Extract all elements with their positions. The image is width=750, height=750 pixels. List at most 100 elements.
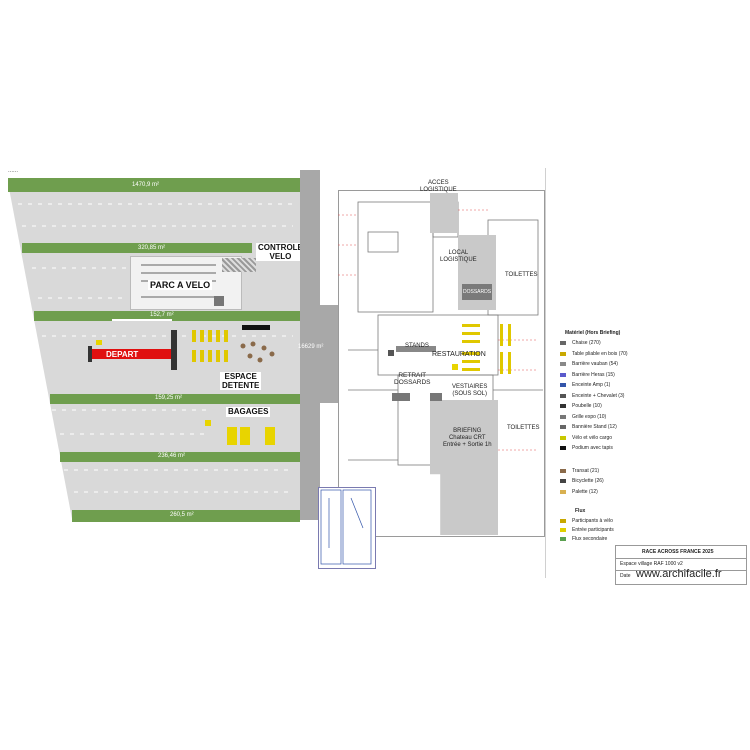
legend-row: Table pliable en bois (70) <box>560 351 680 359</box>
legend-row: Barrière vauban (54) <box>560 361 680 369</box>
legend-row: Chaise (270) <box>560 340 680 348</box>
local-logistique-label: LOCAL LOGISTIQUE <box>440 250 477 263</box>
title-block-subtitle: Espace village RAF 1000 v2 <box>620 561 683 567</box>
banner-icon <box>560 425 566 429</box>
legend-row: Transat (21) <box>560 468 680 476</box>
heras-icon <box>560 372 566 377</box>
retrait-table-2 <box>430 393 442 401</box>
title-block: RACE ACROSS FRANCE 2025 Espace village R… <box>615 545 747 585</box>
title-block-title: RACE ACROSS FRANCE 2025 <box>642 549 714 555</box>
legend-row: Palette (12) <box>560 489 680 497</box>
briefing-label: BRIEFING Chateau CRT Entrée + Sortie 1h <box>443 428 492 449</box>
depart-post <box>88 346 92 362</box>
toilettes-top-label: TOILETTES <box>505 272 538 278</box>
bike-icon <box>96 340 102 345</box>
legend-item-label: Bannière Stand (12) <box>572 424 617 430</box>
legend-item-label: Vélo et vélo cargo <box>572 434 613 441</box>
flux-arrow-icon <box>560 537 566 541</box>
area-label-4: 159,25 m² <box>155 395 183 401</box>
speaker-icon <box>560 383 566 387</box>
toilettes-bottom-label: TOILETTES <box>507 425 540 431</box>
flux-arrow-icon <box>560 528 566 532</box>
controle-velo-label: CONTROLE VELO <box>256 243 305 261</box>
depart-podium <box>171 330 177 370</box>
bike-icon <box>560 435 566 440</box>
dossards-label: DOSSARDS <box>463 289 492 295</box>
chair-icon <box>560 341 566 345</box>
legend-item-label: Chaise (270) <box>572 340 601 346</box>
stands-bar <box>396 346 436 352</box>
flux-arrow-icon <box>205 420 211 426</box>
legend-item-label: Bicyclette (26) <box>572 478 604 484</box>
legend-row: Grille expo (10) <box>560 414 680 422</box>
area-label-3: 152,7 m² <box>150 312 174 318</box>
podium-icon <box>242 325 270 330</box>
flux-item-label: Participants à vélo <box>572 518 613 524</box>
flux-item-label: Entrée participants <box>572 527 614 533</box>
bin-icon <box>560 404 566 408</box>
grass-strip-6 <box>72 510 300 522</box>
podium-icon <box>560 446 566 450</box>
legend-row: Podium avec tapis <box>560 445 680 453</box>
flux-row: Entrée participants <box>560 527 680 535</box>
stands-label: STANDS <box>405 343 429 349</box>
legend-item-label: Poubelle (10) <box>572 403 602 409</box>
legend-item-label: Grille expo (10) <box>572 413 607 420</box>
title-block-date: Date <box>620 573 631 579</box>
legend-item-label: Barrière Heras (15) <box>572 371 615 378</box>
depart-arch <box>90 349 176 359</box>
deckchairs <box>240 341 275 363</box>
grass-strip-3 <box>34 311 300 321</box>
acces-logistique-label: ACCES LOGISTIQUE <box>420 180 457 193</box>
road-junction <box>300 305 338 403</box>
flux-row: Participants à vélo <box>560 518 680 526</box>
speaker-icon <box>388 350 394 356</box>
retrait-dossards-label: RETRAIT DOSSARDS <box>394 372 431 386</box>
legend-item-label: Transat (21) <box>572 467 600 474</box>
legend-item-label: Podium avec tapis <box>572 445 613 451</box>
grid-icon <box>560 414 566 419</box>
flux-row: Flux secondaire <box>560 536 680 544</box>
corner-note: ...... <box>8 168 19 174</box>
area-label-2: 320,85 m² <box>138 245 166 251</box>
retrait-table-1 <box>392 393 410 401</box>
briefing-block <box>430 400 498 535</box>
parc-a-velo-label: PARC A VELO <box>148 280 213 290</box>
barrier-icon <box>560 362 566 366</box>
dossards-box <box>462 284 492 300</box>
flux-arrow-icon <box>560 519 566 523</box>
bagages-vehicles <box>227 427 275 445</box>
flux-title: Flux <box>575 508 586 514</box>
vestiaires-label: VESTIAIRES (SOUS SOL) <box>452 384 488 397</box>
legend-row: Bicyclette (26) <box>560 478 680 486</box>
parking-stalls <box>18 203 293 493</box>
legend-row: Enceinte Amp (1) <box>560 382 680 390</box>
road-label: 16629 m² <box>298 344 324 350</box>
legend-title: Matériel (Hors Briefing) <box>565 330 621 336</box>
legend-item-label: Palette (12) <box>572 488 598 495</box>
legend-item-label: Enceinte + Chevalet (3) <box>572 392 625 399</box>
inset-plan <box>318 487 376 569</box>
flux-item-label: Flux secondaire <box>572 536 608 542</box>
deckchair-icon <box>560 468 566 473</box>
velo-check-zone <box>222 258 256 272</box>
title-block-rule-2 <box>616 570 746 571</box>
grass-strip-1 <box>8 178 300 192</box>
legend-row: Bannière Stand (12) <box>560 424 680 432</box>
legend-item-label: Table pliable en bois (70) <box>572 350 628 357</box>
speaker-stand-icon <box>560 393 566 398</box>
legend-item-label: Enceinte Amp (1) <box>572 382 611 388</box>
bicycle-icon <box>560 479 566 483</box>
legend-row: Barrière Heras (15) <box>560 372 680 380</box>
restauration-label: RESTAURATION <box>432 351 486 358</box>
table-icon <box>560 351 566 356</box>
tables-grid <box>192 330 228 362</box>
grass-strip-4 <box>50 394 300 404</box>
restauration-tables <box>462 324 511 374</box>
bike-icon-2 <box>452 364 458 370</box>
area-label-1: 1470,9 m² <box>132 182 160 188</box>
watermark: www.archifacile.fr <box>636 568 722 580</box>
legend-row: Enceinte + Chevalet (3) <box>560 393 680 401</box>
legend-row: Poubelle (10) <box>560 403 680 411</box>
legend-row: Vélo et vélo cargo <box>560 435 680 443</box>
